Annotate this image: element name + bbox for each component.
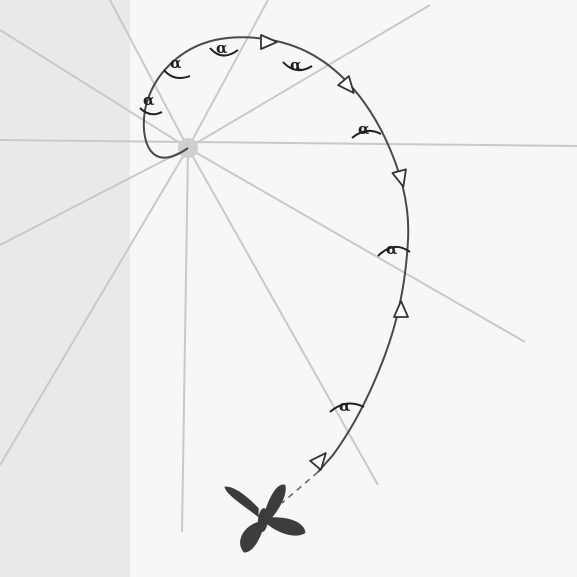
angle-label: α bbox=[216, 39, 228, 57]
angle-label: α bbox=[339, 397, 351, 415]
background-shade bbox=[0, 0, 130, 577]
angle-label: α bbox=[358, 120, 370, 138]
angle-label: α bbox=[386, 240, 398, 258]
angle-label: α bbox=[170, 54, 182, 72]
angle-label: α bbox=[290, 56, 302, 74]
angle-label: α bbox=[143, 91, 155, 109]
